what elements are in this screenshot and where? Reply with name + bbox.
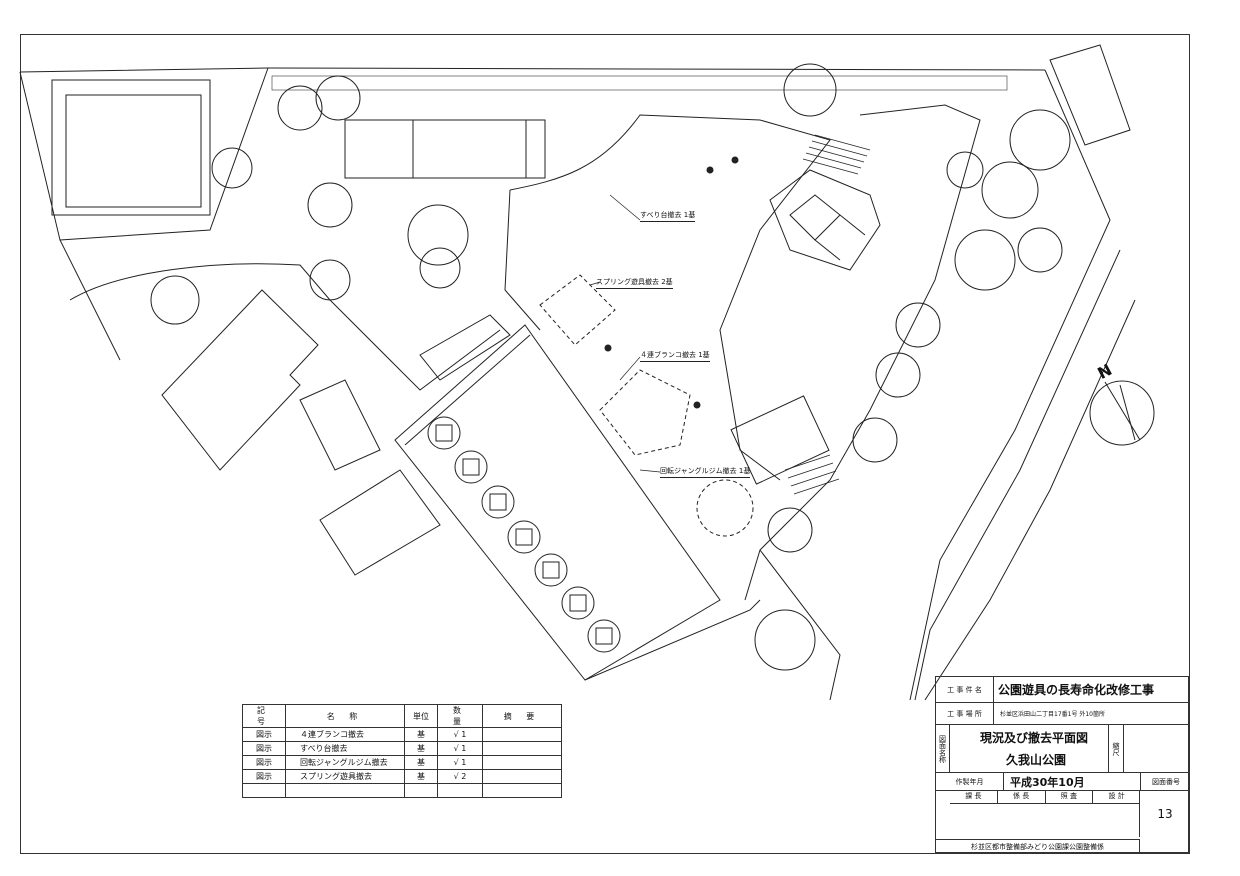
tree [754, 609, 816, 671]
legend-note [482, 769, 562, 784]
house-2 [299, 379, 381, 471]
house-3 [319, 469, 441, 576]
toilet [419, 314, 511, 381]
title-row-project: 工 事 件 名 公園遊具の長寿命化改修工事 [936, 677, 1188, 703]
east-walk [744, 104, 981, 601]
label-slide-removal: すべり台撤去 1基 [640, 210, 696, 222]
legend-header: 記 号 [242, 704, 286, 728]
legend-name: スプリング遊具撤去 [285, 769, 405, 784]
legend-name: すべり台撤去 [285, 741, 405, 756]
legend-unit: 基 [404, 755, 438, 770]
approval-headers: 課 長 係 長 照 査 設 計 [950, 791, 1140, 804]
date-value: 平成30年10月 [1010, 775, 1085, 789]
shelter [730, 395, 830, 485]
legend-header-row: 記 号 名 称 単位 数 量 摘 要 [242, 704, 562, 728]
table-row: 図示 ４連ブランコ撤去 基 √ 1 [242, 727, 562, 742]
approval-cell: 照 査 [1046, 791, 1094, 803]
label-spring-removal: スプリング遊具撤去 2基 [596, 277, 673, 289]
bollards [604, 156, 739, 409]
legend-note [482, 727, 562, 742]
legend-symbol: 図示 [242, 755, 286, 770]
west-building [51, 79, 211, 216]
swing-frame-area [344, 119, 546, 179]
park-name: 久我山公園 [1006, 753, 1067, 767]
river-line [914, 249, 1121, 701]
legend-unit: 基 [404, 741, 438, 756]
legend-symbol: 図示 [242, 769, 286, 784]
round-area [407, 204, 469, 266]
legend-qty: √ 1 [437, 755, 483, 770]
river-line-2 [924, 299, 1136, 701]
legend-unit: 基 [404, 727, 438, 742]
legend-header: 数 量 [437, 704, 483, 728]
compass [1089, 380, 1155, 446]
drawing-number: 13 [1157, 807, 1173, 821]
scale-caption: 縮尺 [1108, 725, 1124, 772]
legend-table: 記 号 名 称 単位 数 量 摘 要 図示 ４連ブランコ撤去 基 √ 1 図示 … [242, 704, 562, 798]
planters [427, 416, 621, 653]
road-line-north [19, 67, 1046, 73]
road-line-west [19, 71, 121, 361]
legend-qty: √ 1 [437, 741, 483, 756]
approval-cell: 設 計 [1108, 792, 1125, 800]
removal-zones [539, 274, 754, 537]
plaza-outline [509, 114, 831, 481]
tree [783, 63, 837, 117]
drawing-caption: 図面名称 [936, 725, 950, 772]
label-jungle-removal: 回転ジャングルジム撤去 1基 [660, 466, 751, 478]
tree [895, 302, 941, 348]
title-row-date: 作製年月 平成30年10月 図面番号 [936, 773, 1188, 791]
legend-header: 単位 [404, 704, 438, 728]
lower-plaza [394, 324, 721, 681]
footpath [69, 263, 501, 391]
table-row: 図示 スプリング遊具撤去 基 √ 2 [242, 769, 562, 784]
site-caption: 工 事 場 所 [936, 703, 994, 724]
legend-header: 摘 要 [482, 704, 562, 728]
legend-name: 回転ジャングルジム撤去 [285, 755, 405, 770]
project-name: 公園遊具の長寿命化改修工事 [998, 683, 1155, 697]
north-fence [271, 75, 1008, 91]
tree [277, 85, 323, 131]
legend-name: ４連ブランコ撤去 [285, 727, 405, 742]
boundary-east [909, 69, 1111, 701]
trees [150, 63, 1071, 671]
table-row: 図示 回転ジャングルジム撤去 基 √ 1 [242, 755, 562, 770]
house-1 [161, 289, 319, 471]
drawing-no-caption: 図面番号 [1140, 773, 1191, 790]
legend-note [482, 741, 562, 756]
park-boundary [59, 67, 269, 241]
tree [150, 275, 200, 325]
site-address: 杉並区浜田山二丁目17番1号 外10箇所 [1000, 711, 1105, 718]
drawing-title: 現況及び撤去平面図 [980, 731, 1089, 745]
table-row: 図示 すべり台撤去 基 √ 1 [242, 741, 562, 756]
table-row [242, 783, 562, 798]
approval-cell: 課 長 [950, 791, 998, 803]
legend-symbol: 図示 [242, 727, 286, 742]
label-swing-removal: ４連ブランコ撤去 1基 [640, 350, 710, 362]
title-row-site: 工 事 場 所 杉並区浜田山二丁目17番1号 外10箇所 [936, 703, 1188, 725]
legend-header: 名 称 [285, 704, 405, 728]
pergola [769, 169, 881, 271]
stairs-south [784, 454, 840, 495]
project-caption: 工 事 件 名 [936, 677, 994, 702]
approval-cell: 係 長 [998, 791, 1046, 803]
title-row-drawing: 図面名称 現況及び撤去平面図 久我山公園 縮尺 [936, 725, 1188, 773]
legend-symbol: 図示 [242, 741, 286, 756]
drawing-frame [20, 34, 1190, 854]
office-name: 杉並区都市整備部みどり公園課公園整備係 [936, 839, 1140, 853]
tree [852, 417, 898, 463]
title-block: 工 事 件 名 公園遊具の長寿命化改修工事 工 事 場 所 杉並区浜田山二丁目1… [935, 676, 1189, 853]
legend-unit: 基 [404, 769, 438, 784]
stairs-north [802, 134, 871, 175]
legend-note [482, 755, 562, 770]
tree [1017, 227, 1063, 273]
date-caption: 作製年月 [936, 773, 1004, 790]
legend-qty: √ 2 [437, 769, 483, 784]
legend-qty: √ 1 [437, 727, 483, 742]
approval-grid: 課 長 係 長 照 査 設 計 [936, 791, 1140, 837]
ne-building [1049, 44, 1131, 146]
tree [981, 161, 1039, 219]
round-planter [307, 182, 353, 228]
